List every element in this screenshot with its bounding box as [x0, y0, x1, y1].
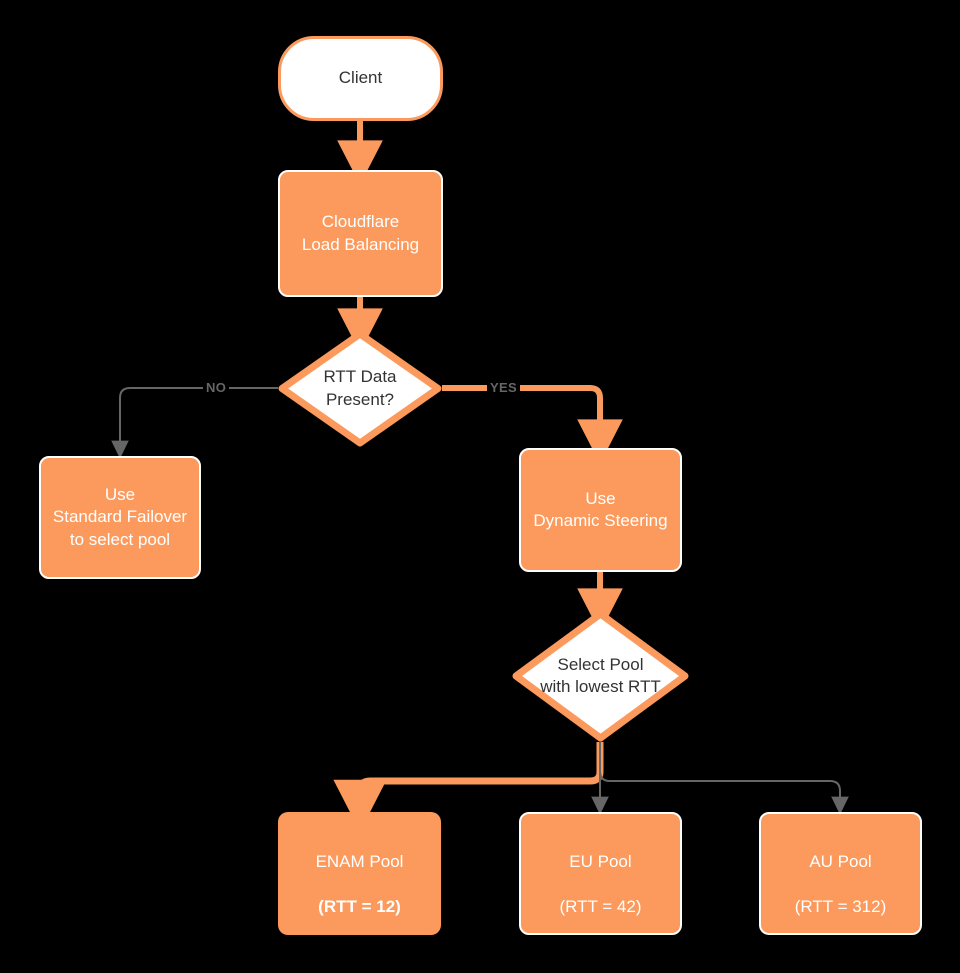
edge-select-to-au [599, 742, 849, 815]
node-eu-pool-text: EU Pool (RTT = 42) [553, 829, 647, 917]
node-cloudflare-load-balancing-label: Cloudflare Load Balancing [301, 212, 420, 254]
node-standard-failover-label: Use Standard Failover to select pool [52, 485, 188, 549]
node-rtt-data-present-label: RTT Data Present? [323, 367, 397, 409]
node-client[interactable]: Client [278, 36, 443, 121]
edge-rtt-yes [442, 385, 623, 464]
diamond-shape [278, 330, 442, 447]
node-rtt-data-present[interactable]: RTT Data Present? [278, 330, 442, 447]
edge-label-no: NO [203, 380, 230, 395]
node-eu-pool-label: EU Pool [569, 852, 632, 872]
node-select-pool-lowest-rtt-label: Select Pool with lowest RTT [540, 654, 661, 696]
node-dynamic-steering[interactable]: Use Dynamic Steering [519, 448, 682, 572]
node-cloudflare-load-balancing[interactable]: Cloudflare Load Balancing [278, 170, 443, 297]
node-eu-pool-rtt: (RTT = 42) [559, 896, 642, 916]
node-enam-pool-label: ENAM Pool [315, 852, 404, 872]
node-standard-failover[interactable]: Use Standard Failover to select pool [39, 456, 201, 579]
node-au-pool-rtt: (RTT = 312) [794, 896, 887, 916]
diamond-shape [512, 610, 689, 742]
node-select-pool-lowest-rtt[interactable]: Select Pool with lowest RTT [512, 610, 689, 742]
node-au-pool-text: AU Pool (RTT = 312) [789, 829, 893, 917]
node-au-pool[interactable]: AU Pool (RTT = 312) [759, 812, 922, 935]
node-enam-pool[interactable]: ENAM Pool (RTT = 12) [278, 812, 441, 935]
node-enam-pool-text: ENAM Pool (RTT = 12) [310, 829, 410, 917]
edge-select-to-enam [333, 742, 604, 832]
node-au-pool-label: AU Pool [809, 852, 872, 872]
edge-label-yes: YES [487, 380, 520, 395]
node-client-label: Client [338, 68, 383, 88]
node-eu-pool[interactable]: EU Pool (RTT = 42) [519, 812, 682, 935]
node-dynamic-steering-label: Use Dynamic Steering [533, 488, 668, 530]
edge-rtt-no [111, 387, 278, 459]
node-enam-pool-rtt: (RTT = 12) [318, 896, 401, 916]
